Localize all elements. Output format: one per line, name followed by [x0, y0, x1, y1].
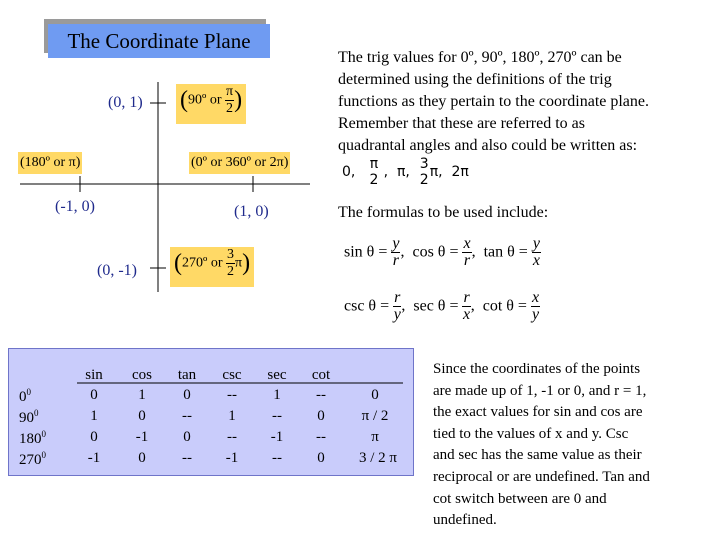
- row-angle: 2700: [19, 450, 46, 468]
- header-sec: sec: [267, 367, 287, 383]
- table-cell: 0: [138, 408, 146, 424]
- intro-line: The trig values for 0º, 90º, 180º, 270º …: [338, 49, 622, 66]
- table-cell: 0: [90, 429, 98, 445]
- explanation-line: are made up of 1, -1 or 0, and r = 1,: [433, 382, 647, 399]
- point-1-0: (1, 0): [234, 203, 269, 220]
- table-cell: 0: [317, 450, 325, 466]
- row-radian: 3 / 2 π: [359, 450, 397, 466]
- row-radian: π / 2: [361, 408, 389, 424]
- header-tan: tan: [177, 367, 197, 383]
- explanation-line: tied to the values of x and y. Csc: [433, 425, 629, 442]
- table-cell: 0: [183, 429, 191, 445]
- table-cell: 1: [90, 408, 98, 424]
- intro-paragraph: The trig values for 0º, 90º, 180º, 270º …: [338, 47, 714, 157]
- table-cell: --: [182, 408, 192, 424]
- angle-box-180: (180º or π): [18, 152, 83, 174]
- point-0-neg1: (0, -1): [97, 262, 137, 279]
- explanation-line: the exact values for sin and cos are: [433, 404, 643, 421]
- row-radian: π: [371, 429, 379, 445]
- table-cell: 0: [90, 387, 98, 403]
- explanation-paragraph: Since the coordinates of the points are …: [433, 359, 717, 532]
- table-cell: --: [227, 429, 237, 445]
- angle-270-deg: 270º or: [182, 255, 223, 271]
- header-cos: cos: [132, 367, 152, 383]
- row-angle: 900: [19, 408, 39, 426]
- radian-2pi: 2π: [451, 164, 469, 180]
- paren-open: (: [180, 87, 188, 113]
- table-cell: --: [316, 387, 326, 403]
- table-cell: --: [272, 408, 282, 424]
- intro-line: quadrantal angles and also could be writ…: [338, 137, 638, 154]
- table-cell: --: [316, 429, 326, 445]
- intro-line: functions as they pertain to the coordin…: [338, 93, 650, 110]
- pi-symbol: π: [235, 255, 243, 271]
- table-cell: 1: [273, 387, 281, 403]
- table-cell: --: [227, 387, 237, 403]
- paren-close: ): [242, 250, 251, 276]
- table-cell: -1: [135, 429, 149, 445]
- explanation-line: reciprocal or are undefined. Tan and: [433, 468, 650, 485]
- page-title: The Coordinate Plane: [48, 24, 270, 58]
- intro-line: determined using the definitions of the …: [338, 71, 612, 88]
- intro-line: Remember that these are referred to as: [338, 115, 585, 132]
- row-angle: 1800: [19, 429, 46, 447]
- header-csc: csc: [222, 367, 242, 383]
- explanation-line: cot switch between are 0 and: [433, 490, 607, 507]
- table-cell: -1: [225, 450, 239, 466]
- paren-close: ): [234, 87, 243, 113]
- angle-90-deg: 90º or: [188, 92, 222, 108]
- radian-pi: π: [396, 164, 406, 180]
- point-0-1: (0, 1): [108, 94, 143, 111]
- table-cell: 0: [138, 450, 146, 466]
- table-cell: 0: [183, 387, 191, 403]
- table-cell: --: [182, 450, 192, 466]
- formulas-intro: The formulas to be used include:: [338, 204, 549, 221]
- explanation-line: undefined.: [433, 512, 497, 529]
- table-cell: 1: [228, 408, 236, 424]
- table-rules: [77, 382, 403, 384]
- explanation-line: and sec has the same value as their: [433, 447, 642, 464]
- angle-box-0: (0º or 360º or 2π): [189, 152, 291, 174]
- table-cell: -1: [270, 429, 284, 445]
- radian-zero: 0: [342, 164, 351, 180]
- table-cell: 1: [138, 387, 146, 403]
- table-cell: --: [272, 450, 282, 466]
- trig-value-table: sin cos tan csc sec cot 00 0 1 0 -- 1 --…: [8, 348, 414, 476]
- point-neg1-0: (-1, 0): [55, 198, 95, 215]
- row-angle: 00: [19, 387, 31, 405]
- paren-open: (: [174, 250, 182, 276]
- coordinate-axes: [20, 82, 310, 292]
- explanation-line: Since the coordinates of the points: [433, 361, 641, 377]
- table-cell: 0: [317, 408, 325, 424]
- table-cell: -1: [87, 450, 101, 466]
- row-radian: 0: [371, 387, 379, 403]
- header-sin: sin: [85, 367, 103, 383]
- header-cot: cot: [311, 367, 331, 383]
